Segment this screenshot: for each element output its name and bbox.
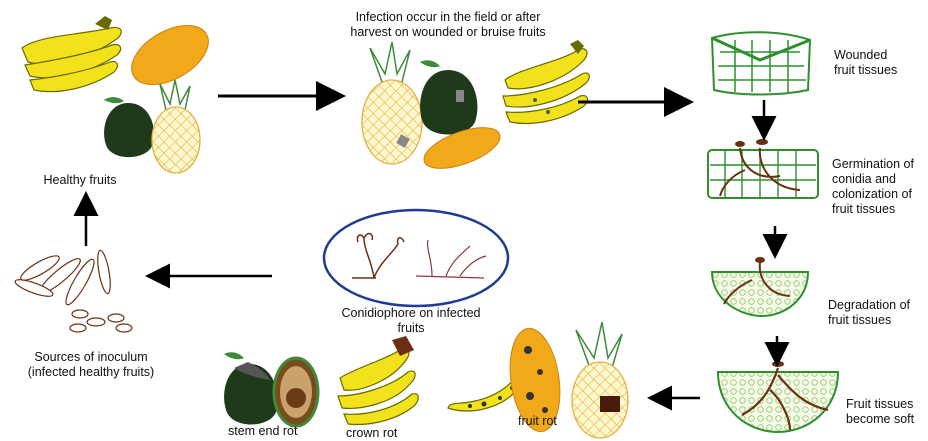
germination-label-line4: fruit tissues [832, 202, 928, 217]
conidiophore-label-line1: Conidiophore on infected [318, 306, 504, 321]
pineapple-infected-icon [362, 42, 422, 164]
crown-rot-banana-icon [338, 336, 418, 424]
conidiophore-panel [324, 210, 508, 306]
stem-end-rot-text: stem end rot [228, 424, 297, 438]
conidiophore-label-line2: fruits [318, 321, 504, 336]
soft-label-line1: Fruit tissues [846, 397, 926, 412]
wounded-tissue-icon [712, 32, 810, 94]
healthy-fruits-group [22, 13, 218, 173]
pineapple-icon [152, 80, 200, 173]
inoculum-label-line2: (infected healthy fruits) [6, 365, 176, 380]
fruit-rot-label: fruit rot [518, 414, 557, 429]
healthy-fruits-label: Healthy fruits [20, 173, 140, 188]
infected-fruits-group [362, 40, 589, 177]
banana-bunch-icon [22, 16, 121, 92]
pineapple-rot-icon [572, 322, 628, 438]
banana-infected-icon [503, 40, 589, 123]
crown-rot-label: crown rot [346, 426, 397, 441]
wounded-label-line2: fruit tissues [834, 63, 926, 78]
soft-tissue-icon [718, 361, 838, 432]
degradation-label: Degradation of fruit tissues [828, 298, 926, 328]
degradation-tissue-icon [712, 257, 808, 316]
avocado-infected-icon [420, 60, 477, 134]
crown-rot-text: crown rot [346, 426, 397, 440]
stem-end-rot-avocado-icon [224, 352, 318, 426]
wounded-label: Wounded fruit tissues [834, 48, 926, 78]
fruit-rot-text: fruit rot [518, 414, 557, 428]
germination-label-line2: conidia and [832, 172, 928, 187]
inoculum-spores-icon [13, 249, 132, 332]
infection-label-line2: harvest on wounded or bruise fruits [318, 25, 578, 40]
conidiophore-label: Conidiophore on infected fruits [318, 306, 504, 336]
stem-end-rot-label: stem end rot [228, 424, 297, 439]
germination-label-line3: colonization of [832, 187, 928, 202]
infection-label-line1: Infection occur in the field or after [318, 10, 578, 25]
wounded-label-line1: Wounded [834, 48, 926, 63]
infection-label: Infection occur in the field or after ha… [318, 10, 578, 40]
papaya-icon [122, 13, 219, 97]
inoculum-label: Sources of inoculum (infected healthy fr… [6, 350, 176, 380]
soft-label-line2: become soft [846, 412, 926, 427]
healthy-fruits-text: Healthy fruits [44, 173, 117, 187]
inoculum-label-line1: Sources of inoculum [6, 350, 176, 365]
germination-tissue-icon [708, 139, 818, 198]
soft-label: Fruit tissues become soft [846, 397, 926, 427]
degradation-label-line1: Degradation of [828, 298, 926, 313]
germination-label-line1: Germination of [832, 157, 928, 172]
avocado-icon [104, 97, 154, 157]
germination-label: Germination of conidia and colonization … [832, 157, 928, 217]
degradation-label-line2: fruit tissues [828, 313, 926, 328]
